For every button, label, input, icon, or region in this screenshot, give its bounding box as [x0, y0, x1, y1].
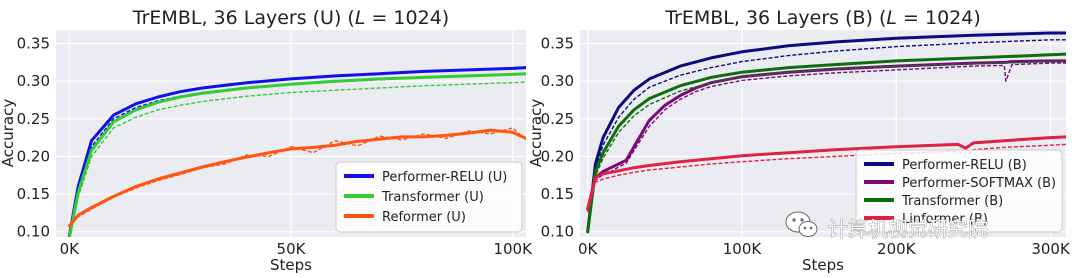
- chart-panel-unidirectional: 0.10 0.15 0.20 0.25 0.30 0.35 0K 50K 100K TrEMBL…: [0, 7, 533, 274]
- series-line-dashed-performer-softmax-b: [587, 62, 1066, 211]
- series-line-dashed-transformer-u: [69, 81, 526, 237]
- wechat-icon: [785, 211, 818, 237]
- legend: Performer-RELU (B) Performer-SOFTMAX (B) T…: [855, 149, 1063, 233]
- legend-label: Transformer (B): [901, 194, 1003, 209]
- y-tick-label: 0.25: [17, 110, 50, 128]
- series-line-dashed-linformer-b: [587, 143, 1066, 213]
- y-tick-label: 0.15: [541, 185, 574, 203]
- gridlines: [56, 30, 526, 237]
- x-tick-label: 100K: [723, 240, 763, 258]
- legend: Performer-RELU (U) Transformer (U) Reforme…: [335, 161, 523, 233]
- series-line-dashed-performer-relu-b: [587, 39, 1066, 234]
- y-axis-label: Accuracy: [0, 99, 17, 168]
- series-line-performer-relu-b: [586, 31, 1066, 234]
- x-tick-label: 50K: [277, 240, 307, 258]
- series-line-linformer-b: [586, 135, 1066, 211]
- series-layer: [67, 66, 526, 237]
- series-line-performer-relu-u: [67, 66, 526, 237]
- y-tick-label: 0.35: [17, 35, 50, 53]
- series-line-dashed-transformer-b: [587, 60, 1066, 234]
- legend-label: Reformer (U): [382, 210, 466, 225]
- y-tick-label: 0.10: [17, 223, 50, 241]
- legend-label: Performer-RELU (U): [382, 170, 507, 185]
- series-line-reformer-u: [67, 128, 526, 228]
- x-tick-label: 0K: [60, 240, 81, 258]
- x-tick-label: 100K: [493, 240, 533, 258]
- legend-label: Linformer (B): [902, 212, 988, 227]
- x-tick-label: 300K: [1031, 240, 1071, 258]
- chart-title: TrEMBL, 36 Layers (U) (L = 1024): [132, 7, 449, 29]
- legend-label: Performer-RELU (B): [902, 158, 1027, 173]
- x-axis-label: Steps: [270, 256, 312, 274]
- y-axis-label: Accuracy: [527, 99, 545, 168]
- series-line-dashed-performer-relu-u: [68, 73, 526, 237]
- y-tick-label: 0.30: [17, 72, 50, 90]
- watermark-text: 计算机视觉研究院: [828, 217, 988, 241]
- y-tick-label: 0.20: [17, 147, 50, 165]
- legend-box: [855, 149, 1063, 233]
- x-tick-label: 0K: [578, 240, 599, 258]
- y-tick-label: 0.25: [541, 110, 574, 128]
- watermark: 计算机视觉研究院: [785, 211, 988, 241]
- y-tick-label: 0.35: [541, 35, 574, 53]
- tick-labels: 0.10 0.15 0.20 0.25 0.30 0.35 0K 100K 200K 300K: [541, 35, 1071, 258]
- y-tick-label: 0.15: [17, 185, 50, 203]
- chart-title: TrEMBL, 36 Layers (B) (L = 1024): [664, 7, 981, 29]
- chart-panel-bidirectional: 0.10 0.15 0.20 0.25 0.30 0.35 0K 100K 200K 300K T…: [527, 7, 1071, 274]
- legend-box: [335, 161, 523, 233]
- y-tick-label: 0.20: [541, 147, 574, 165]
- y-tick-label: 0.30: [541, 72, 574, 90]
- legend-label: Transformer (U): [381, 190, 484, 205]
- legend-label: Performer-SOFTMAX (B): [902, 176, 1056, 191]
- series-layer: [586, 31, 1066, 234]
- y-tick-label: 0.10: [541, 223, 574, 241]
- tick-labels: 0.10 0.15 0.20 0.25 0.30 0.35 0K 50K 100K: [17, 35, 534, 258]
- x-tick-label: 200K: [877, 240, 917, 258]
- series-line-transformer-b: [586, 52, 1066, 234]
- x-axis-label: Steps: [802, 256, 844, 274]
- series-line-transformer-u: [67, 72, 526, 237]
